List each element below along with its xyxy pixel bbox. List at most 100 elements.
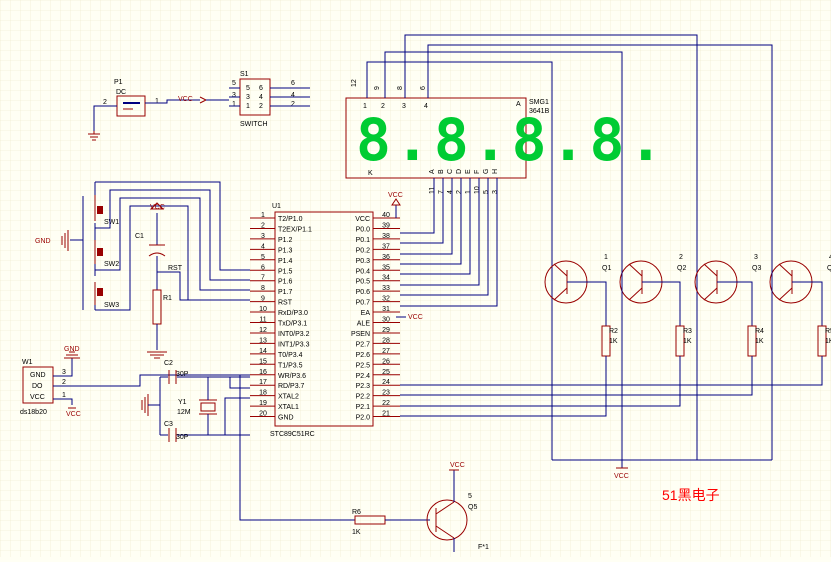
r-label: R2	[609, 328, 618, 335]
u1-pin-number: 19	[259, 400, 267, 407]
u1-pin-number: 32	[382, 296, 390, 303]
u1-pin-number: 11	[259, 317, 266, 324]
r1-label: R1	[163, 295, 172, 302]
smg-seg: H	[492, 169, 499, 174]
crystal-y1	[199, 377, 217, 435]
capacitor-c1	[148, 244, 166, 257]
u1-pin-number: 20	[259, 411, 267, 418]
vcc-label-u1: VCC	[388, 192, 403, 199]
y1-value: 12M	[177, 409, 191, 416]
u1-pin-name: VCC	[355, 216, 370, 223]
w1-num: 1	[62, 392, 66, 399]
r-value: 1K	[609, 338, 618, 345]
f1-label: F*1	[478, 544, 489, 551]
sw1-label: SW1	[104, 219, 119, 226]
u1-pin-number: 9	[261, 296, 265, 303]
w1-ref: W1	[22, 359, 33, 366]
w1-num: 3	[62, 369, 66, 376]
smg-seg-pin: 10	[474, 186, 481, 194]
smg-pin: 2	[381, 103, 385, 110]
gnd-label-w1: GND	[64, 346, 80, 353]
q-label: Q2	[677, 265, 686, 272]
smg-seg-pin: 4	[447, 190, 454, 194]
u1-pin-name: P1.6	[278, 279, 293, 286]
u1-ref: U1	[272, 203, 281, 210]
mcu-u1: U1 STC89C51RC	[270, 203, 374, 438]
u1-pin-name: RST	[278, 300, 293, 307]
u1-pin-number: 30	[382, 317, 390, 324]
u1-pin-name: P2.6	[356, 352, 371, 359]
u1-pin-name: TxD/P3.1	[278, 321, 307, 328]
q5-label: Q5	[468, 504, 477, 511]
u1-pin-name: P0.6	[356, 289, 371, 296]
smg-seg: F	[474, 170, 481, 174]
u1-pin-number: 22	[382, 400, 390, 407]
r-label: R5	[825, 328, 831, 335]
u1-pin-name: P1.7	[278, 289, 293, 296]
s1-ref: S1	[240, 71, 249, 78]
r-value: 1K	[683, 338, 692, 345]
u1-pin-number: 31	[382, 306, 390, 313]
r6-value: 1K	[352, 529, 361, 536]
smg-top-pin: 12	[351, 79, 358, 87]
s1-pin: 2	[291, 101, 295, 108]
smg-top-pin: 8	[397, 86, 404, 90]
u1-pin-name: RxD/P3.0	[278, 310, 308, 317]
w1-pin: DO	[32, 383, 43, 390]
c1-label: C1	[135, 233, 144, 240]
u1-pin-name: P0.7	[356, 300, 371, 307]
w1-value: ds18b20	[20, 409, 47, 416]
u1-pin-number: 37	[382, 243, 390, 250]
u1-pin-number: 2	[261, 222, 265, 229]
smg-seg-pin: 1	[465, 190, 472, 194]
u1-pin-number: 21	[382, 411, 390, 418]
r-label: R3	[683, 328, 692, 335]
u1-pin-name: P1.5	[278, 268, 293, 275]
vcc-label-q5: VCC	[450, 462, 465, 469]
u1-pin-name: P0.4	[356, 268, 371, 275]
w1-num: 2	[62, 379, 66, 386]
q-number: 3	[754, 254, 758, 261]
u1-pin-name: RD/P3.7	[278, 383, 305, 390]
u1-pin-name: XTAL2	[278, 394, 299, 401]
u1-pin-name: PSEN	[351, 331, 370, 338]
smg-seg-pin: 11	[429, 187, 436, 194]
smg-pin: 4	[424, 103, 428, 110]
u1-pin-number: 7	[261, 275, 265, 282]
c2-value: 30P	[176, 371, 189, 378]
ground-symbol-sw	[61, 230, 69, 251]
gnd-label-sw: GND	[35, 238, 51, 245]
u1-pin-number: 1	[261, 212, 265, 219]
u1-pin-number: 13	[259, 337, 267, 344]
w1-pin: VCC	[30, 394, 45, 401]
u1-pin-name: P2.7	[356, 341, 371, 348]
u1-pin-name: T1/P3.5	[278, 362, 303, 369]
smg-seg-pin: 5	[483, 190, 490, 194]
mcu-u1-pins: 1T2/P1.040VCC2T2EX/P1.139P0.03P1.238P0.1…	[250, 212, 400, 422]
smg-seg: B	[438, 169, 445, 174]
p1-value: DC	[116, 89, 126, 96]
u1-pin-number: 24	[382, 379, 390, 386]
smg-segment-labels: A B C D E F G H 11 7 4 2 1 10 5 3	[429, 169, 499, 194]
smg-seg: C	[447, 169, 454, 174]
p1-pin1: 1	[155, 98, 159, 105]
u1-pin-name: P2.0	[356, 415, 371, 422]
watermark-text: 51黑电子	[662, 487, 720, 503]
r6-label: R6	[352, 509, 361, 516]
smg-seg: G	[483, 169, 490, 174]
u1-pin-number: 39	[382, 222, 390, 229]
smg-pin: 1	[363, 103, 367, 110]
u1-pin-name: P2.5	[356, 362, 371, 369]
u1-pin-name: INT0/P3.2	[278, 331, 310, 338]
s1-pin: 5	[246, 85, 250, 92]
s1-pin: 6	[291, 80, 295, 87]
u1-pin-name: P0.3	[356, 258, 371, 265]
u1-pin-number: 4	[261, 243, 265, 250]
u1-pin-number: 40	[382, 212, 390, 219]
smg-seg-pin: 3	[492, 190, 499, 194]
p1-ref: P1	[114, 79, 123, 86]
capacitor-c2	[168, 370, 177, 384]
u1-pin-number: 16	[259, 369, 267, 376]
